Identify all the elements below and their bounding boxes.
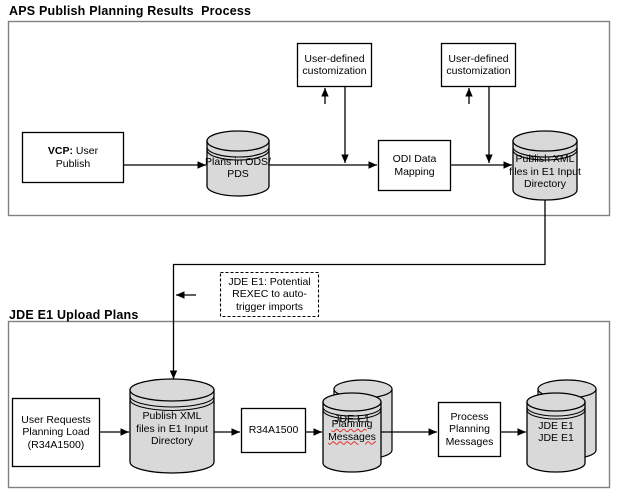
node-process-planning [437,401,502,458]
top-section-frame [7,20,611,217]
top-section-title: APS Publish Planning Results Process [9,4,252,18]
node-plans-ods-cylinder [206,130,270,197]
planning-messages-overlay-text: JDE E1 [334,413,370,425]
node-vcp-publish [21,131,125,184]
edge-top-to-bottom-connector [169,200,546,379]
planning-messages-front-text: Planning Messages [328,418,376,443]
node-user-custom-1 [296,42,373,88]
node-planning-messages-cylinder [322,379,393,473]
node-publish-xml-cylinder-top [512,130,578,201]
bottom-section-frame [7,320,611,489]
node-jde-e1-cylinder [526,379,597,473]
node-user-requests [11,397,101,468]
node-planning-messages-label: Planning Messages JDE E1 [312,413,392,443]
node-r34a1500 [240,407,307,454]
node-user-custom-2 [440,42,517,88]
bottom-section-title: JDE E1 Upload Plans [9,308,139,322]
annotation-rexec-box [219,271,320,318]
node-publish-xml-cylinder-bottom [129,378,215,474]
node-odi-mapping [377,139,452,192]
